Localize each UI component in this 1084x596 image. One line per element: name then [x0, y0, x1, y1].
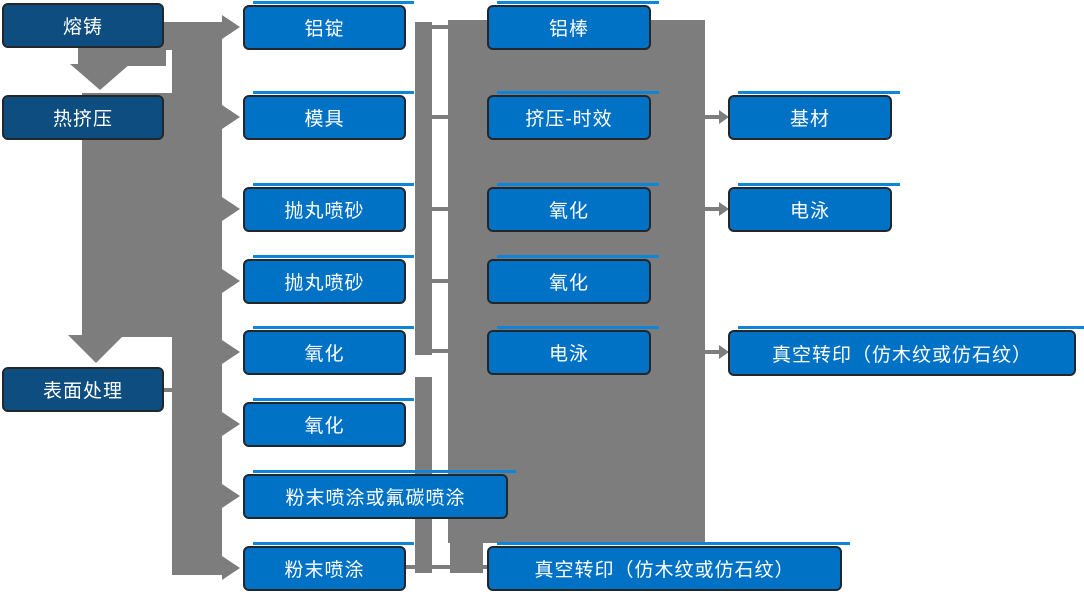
connector-stub-row8-left	[406, 565, 415, 569]
node-melting-casting: 熔铸	[2, 3, 164, 48]
down-arrow-icon	[68, 335, 124, 363]
node-label: 抛丸喷砂	[284, 201, 365, 222]
right-arrow-icon	[222, 412, 240, 436]
node-label: 表面处理	[42, 381, 123, 402]
connector-stub-row4	[432, 279, 448, 283]
right-arrow-icon	[719, 202, 729, 216]
connector-stub-row2	[432, 115, 448, 119]
node-label: 真空转印（仿木纹或仿石纹）	[771, 344, 1032, 366]
node-label: 热挤压	[52, 109, 113, 130]
node-oxidation-4: 氧化	[487, 255, 659, 304]
node-label: 氧化	[304, 344, 345, 365]
connector-stub-row3	[432, 207, 448, 211]
connector-down-arrow-shaft	[78, 46, 166, 66]
node-label: 氧化	[548, 201, 589, 222]
arrow-line-to-base-material	[705, 115, 719, 119]
connector-block-leg	[450, 543, 483, 573]
right-arrow-icon	[222, 105, 240, 129]
connector-left-trunk	[172, 22, 222, 575]
node-label: 抛丸喷砂	[284, 273, 365, 294]
right-arrow-icon	[222, 15, 240, 39]
node-label: 电泳	[789, 201, 830, 222]
node-vacuum-transfer-print-2: 真空转印（仿木纹或仿石纹）	[728, 326, 1084, 376]
node-base-material: 基材	[728, 91, 900, 140]
node-vacuum-transfer-print-1: 真空转印（仿木纹或仿石纹）	[487, 542, 850, 591]
right-arrow-icon	[222, 556, 240, 580]
node-extrusion-aging: 挤压-时效	[487, 91, 659, 140]
node-powder-coating: 粉末喷涂	[243, 542, 414, 591]
node-label: 氧化	[548, 273, 589, 294]
node-aluminum-ingot: 铝锭	[243, 1, 414, 50]
node-label: 熔铸	[62, 17, 103, 38]
connector-surface-treatment-stub	[160, 388, 174, 392]
node-label: 氧化	[304, 416, 345, 437]
node-oxidation-3: 氧化	[487, 183, 659, 232]
connector-mid-bar-upper	[415, 22, 432, 355]
arrow-line-to-electrophoresis	[705, 207, 719, 211]
arrow-line-to-vacuum-transfer	[705, 350, 719, 354]
node-shot-blast-sandblast-1: 抛丸喷砂	[243, 183, 414, 232]
node-oxidation-1: 氧化	[243, 326, 414, 375]
right-arrow-icon	[222, 340, 240, 364]
node-label: 基材	[789, 109, 830, 130]
node-hot-extrusion: 热挤压	[2, 95, 164, 140]
node-electrophoresis-1: 电泳	[487, 326, 659, 375]
right-arrow-icon	[222, 484, 240, 508]
node-label: 真空转印（仿木纹或仿石纹）	[534, 560, 795, 581]
node-electrophoresis-2: 电泳	[728, 183, 900, 232]
connector-stub-row1	[432, 25, 448, 29]
node-label: 粉末喷涂或氟碳喷涂	[285, 488, 466, 509]
node-label: 电泳	[548, 344, 589, 365]
right-arrow-icon	[222, 269, 240, 293]
node-surface-treatment: 表面处理	[2, 367, 164, 412]
node-shot-blast-sandblast-2: 抛丸喷砂	[243, 255, 414, 304]
node-label: 铝棒	[548, 19, 589, 40]
node-label: 粉末喷涂	[284, 560, 365, 581]
right-arrow-icon	[719, 110, 729, 124]
right-arrow-icon	[719, 345, 729, 359]
node-aluminum-rod: 铝棒	[487, 1, 659, 50]
node-label: 铝锭	[304, 19, 345, 40]
connector-stub-row5	[432, 349, 448, 353]
node-label: 模具	[304, 109, 345, 130]
node-mold: 模具	[243, 91, 414, 140]
node-powder-or-fluorocarbon-coating: 粉末喷涂或氟碳喷涂	[243, 470, 516, 519]
down-arrow-icon	[70, 64, 130, 90]
right-arrow-icon	[222, 197, 240, 221]
node-oxidation-2: 氧化	[243, 398, 414, 447]
node-label: 挤压-时效	[525, 109, 613, 130]
